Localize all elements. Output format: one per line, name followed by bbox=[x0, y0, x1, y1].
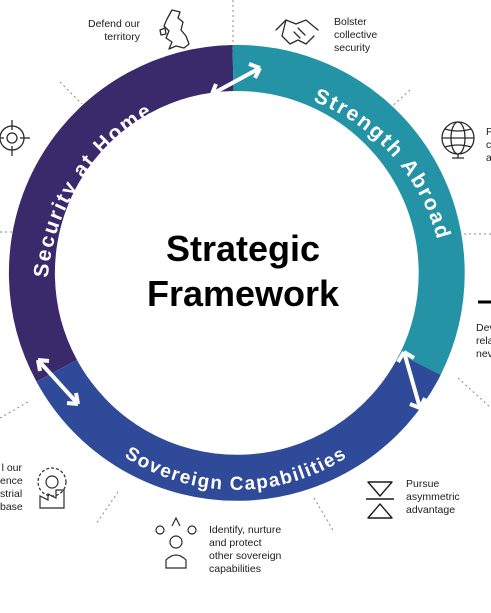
note-defend-territory: Defend our territory bbox=[88, 18, 140, 43]
handshake-icon bbox=[275, 19, 319, 45]
connector-lines bbox=[0, 0, 491, 533]
note-develop-partial: Dev rela nev bbox=[476, 322, 491, 360]
note-globe-partial: P c a bbox=[486, 126, 491, 164]
person-innovation-icon bbox=[155, 516, 197, 569]
uk-map-icon bbox=[159, 9, 190, 50]
center-title-line-1: Strategic bbox=[165, 228, 321, 269]
note-industrial-partial: l our ence strial base bbox=[0, 462, 23, 513]
note-identify-capabilities: Identify, nurture and protect other sove… bbox=[209, 524, 282, 575]
arrow-top bbox=[210, 62, 262, 100]
segment-sovereign-capabilities bbox=[36, 353, 441, 501]
factory-gear-icon bbox=[37, 467, 67, 509]
segment-strength-abroad bbox=[232, 44, 465, 375]
framework-ring bbox=[8, 44, 465, 501]
crosshair-icon bbox=[0, 120, 30, 156]
globe-icon bbox=[441, 121, 475, 159]
note-bolster-security: Bolster collective security bbox=[334, 16, 378, 54]
arrow-right bbox=[396, 350, 427, 410]
hourglass-icon bbox=[366, 481, 394, 519]
center-title: Strategic Framework bbox=[100, 226, 386, 316]
center-title-line-2: Framework bbox=[146, 273, 340, 314]
arrow-left bbox=[36, 358, 80, 406]
note-pursue-asymmetric: Pursue asymmetric advantage bbox=[406, 478, 460, 516]
segment-security-at-home bbox=[8, 45, 234, 382]
